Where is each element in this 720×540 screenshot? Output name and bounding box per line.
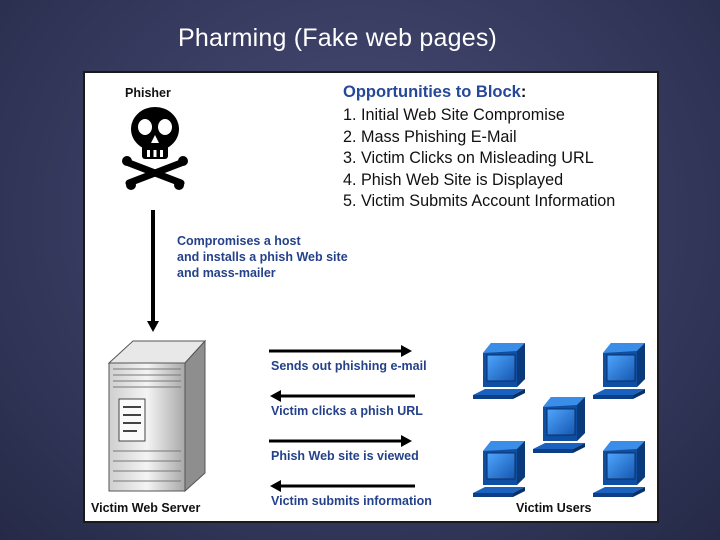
compromise-note-line: and mass-mailer — [177, 266, 276, 280]
opportunities-title-text: Opportunities to Block — [343, 83, 521, 101]
victim-computer-icon — [532, 396, 586, 454]
opportunities-list: 1. Initial Web Site Compromise 2. Mass P… — [343, 105, 615, 213]
slide-title: Pharming (Fake web pages) — [178, 24, 498, 52]
compromise-note-line: and installs a phish Web site — [177, 250, 348, 264]
flow-label-view: Phish Web site is viewed — [271, 449, 419, 463]
phisher-label: Phisher — [125, 86, 171, 100]
diagram-panel: Phisher Opportunities to Block: 1. Initi… — [83, 71, 659, 523]
opportunity-item: 3. Victim Clicks on Misleading URL — [343, 149, 594, 168]
users-label: Victim Users — [516, 501, 592, 515]
victim-computer-icon — [472, 440, 526, 498]
opportunities-title: Opportunities to Block: — [343, 83, 526, 102]
victim-computer-icon — [592, 440, 646, 498]
flow-arrow-email — [269, 345, 412, 357]
victim-computer-icon — [592, 342, 646, 400]
victim-computer-icon — [472, 342, 526, 400]
server-icon — [107, 339, 207, 493]
flow-arrow-click — [270, 390, 415, 402]
opportunity-item: 4. Phish Web Site is Displayed — [343, 170, 564, 189]
compromise-arrow — [147, 210, 159, 332]
opportunity-item: 2. Mass Phishing E-Mail — [343, 127, 517, 146]
skull-crossbones-icon — [122, 107, 188, 190]
flow-arrow-view — [269, 435, 412, 447]
flow-label-submit: Victim submits information — [271, 494, 432, 508]
flow-label-click: Victim clicks a phish URL — [271, 404, 423, 418]
server-label: Victim Web Server — [91, 501, 201, 515]
compromise-note-line: Compromises a host — [177, 234, 301, 248]
opportunity-item: 5. Victim Submits Account Information — [343, 192, 616, 211]
diagram-artwork — [107, 107, 646, 498]
opportunity-item: 1. Initial Web Site Compromise — [343, 106, 565, 124]
flow-arrow-submit — [270, 480, 415, 492]
flow-label-email: Sends out phishing e-mail — [271, 359, 427, 373]
opportunities-title-colon: : — [520, 83, 527, 101]
compromise-note: Compromises a host and installs a phish … — [177, 233, 348, 281]
